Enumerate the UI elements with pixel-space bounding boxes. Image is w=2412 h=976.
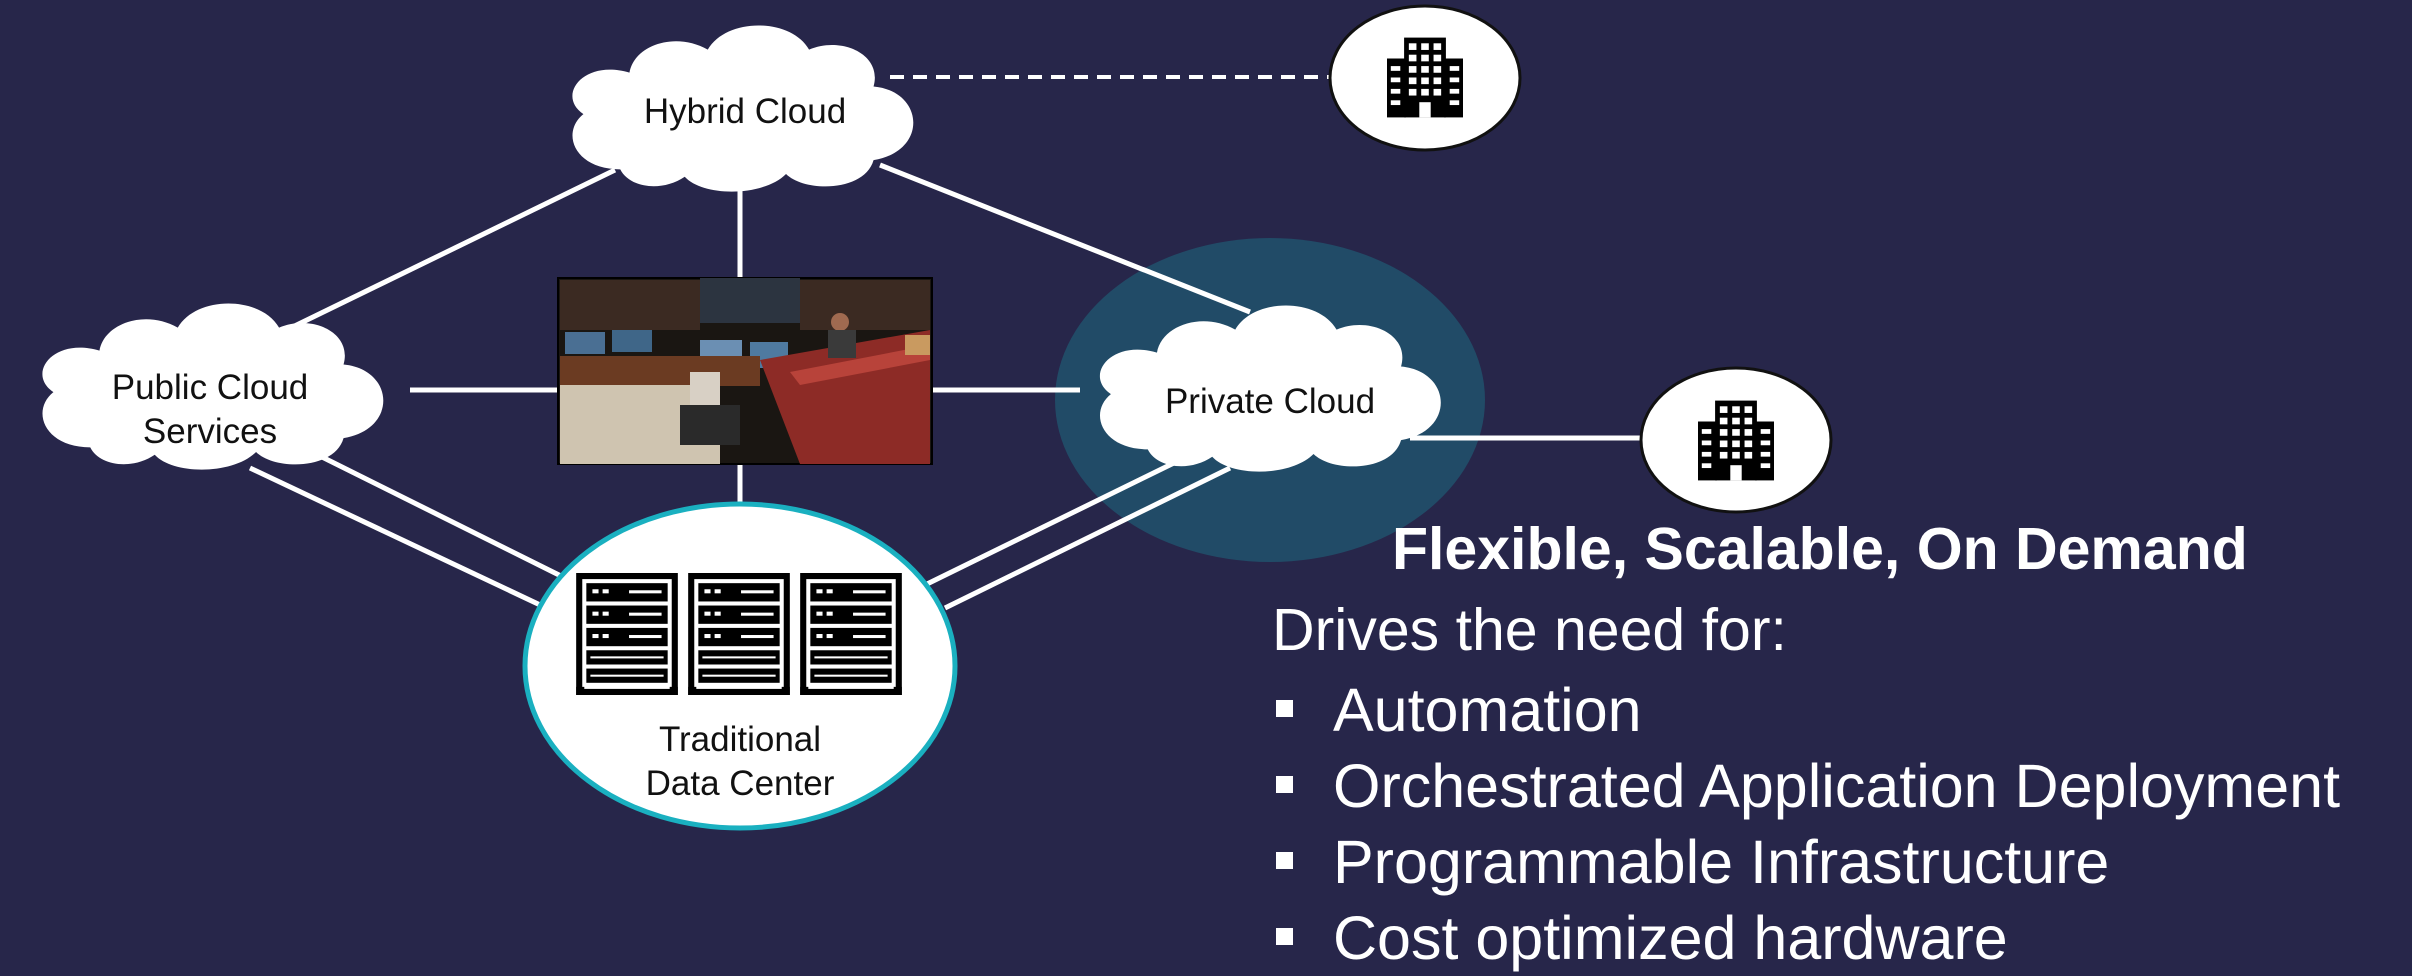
line-private-datacenter-2 bbox=[943, 465, 1232, 611]
bullet-square-icon bbox=[1276, 852, 1293, 870]
list-item: Cost optimized hardware bbox=[1272, 900, 2340, 976]
bullet-square-icon bbox=[1276, 700, 1293, 718]
list-item: Programmable Infrastructure bbox=[1272, 824, 2340, 900]
subhead: Drives the need for: bbox=[1272, 597, 1787, 663]
bullet-text: Programmable Infrastructure bbox=[1333, 828, 2110, 896]
headline: Flexible, Scalable, On Demand bbox=[1392, 516, 2248, 582]
bullet-list: Automation Orchestrated Application Depl… bbox=[1272, 672, 2340, 976]
line-hybrid-public bbox=[268, 167, 617, 341]
public-cloud-label-line-1: Public Cloud bbox=[111, 368, 309, 407]
bullet-text: Orchestrated Application Deployment bbox=[1333, 752, 2341, 820]
list-item: Automation bbox=[1272, 672, 2340, 748]
list-item: Orchestrated Application Deployment bbox=[1272, 748, 2340, 824]
hybrid-cloud-label: Hybrid Cloud bbox=[643, 92, 847, 131]
bullet-text: Automation bbox=[1333, 676, 1642, 744]
server-rack-icon bbox=[800, 573, 902, 695]
server-rack-icon bbox=[688, 573, 790, 695]
public-cloud-label-line-2: Services bbox=[142, 412, 278, 451]
bullet-square-icon bbox=[1276, 928, 1293, 946]
line-hybrid-private bbox=[879, 162, 1251, 315]
operations-control-room-photo bbox=[557, 277, 933, 465]
connection-lines bbox=[248, 75, 1640, 615]
bullet-text: Cost optimized hardware bbox=[1333, 904, 2008, 972]
data-center-label-line-1: Traditional bbox=[658, 720, 822, 759]
line-private-datacenter-1 bbox=[923, 457, 1182, 588]
server-rack-icon bbox=[576, 573, 678, 695]
bullet-square-icon bbox=[1276, 776, 1293, 794]
line-public-datacenter-2 bbox=[316, 452, 567, 581]
data-center-label: Traditional Data Center bbox=[590, 718, 890, 806]
line-public-datacenter-1 bbox=[248, 465, 557, 615]
public-cloud-label: Public Cloud Services bbox=[60, 366, 360, 454]
data-center-label-line-2: Data Center bbox=[645, 764, 835, 803]
private-cloud-label: Private Cloud bbox=[1164, 382, 1376, 421]
